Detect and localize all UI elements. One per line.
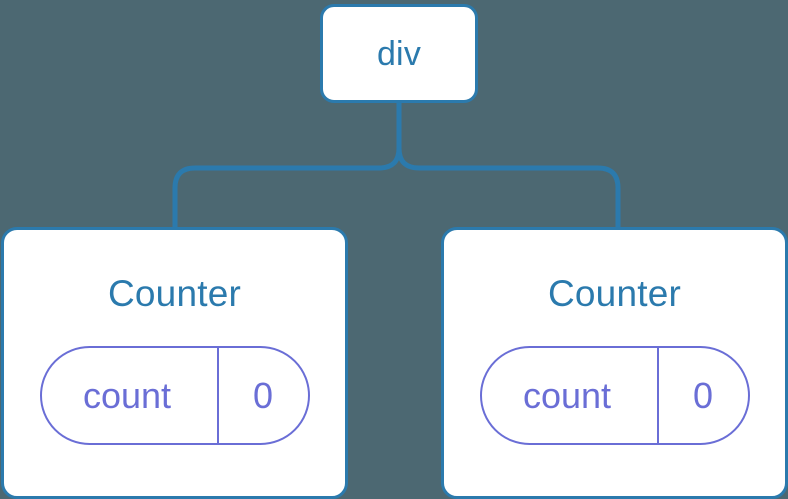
node-counter-0[interactable]: Counter count 0 (1, 227, 348, 499)
counter-title: Counter (107, 273, 242, 314)
node-counter-1[interactable]: Counter count 0 (441, 227, 788, 499)
state-key: count (82, 374, 172, 416)
connector-left (172, 102, 402, 227)
counter-title: Counter (547, 273, 682, 314)
state-key: count (522, 374, 612, 416)
state-capsule: count 0 (479, 346, 750, 445)
root-node-label: div (376, 34, 422, 73)
state-value: 0 (692, 374, 714, 416)
connector-right (396, 102, 621, 227)
state-value: 0 (252, 374, 274, 416)
state-capsule: count 0 (39, 346, 310, 445)
node-root-div[interactable]: div (320, 4, 478, 103)
state-divider (656, 348, 659, 443)
state-divider (216, 348, 219, 443)
